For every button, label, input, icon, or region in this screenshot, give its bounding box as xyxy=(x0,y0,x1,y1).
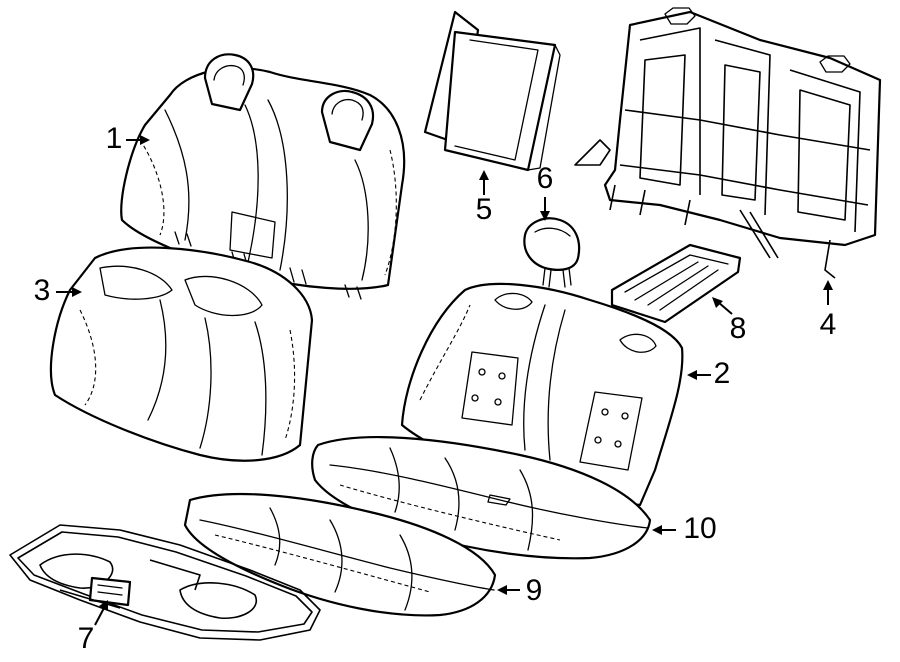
callout-10: 10 xyxy=(683,512,716,545)
callout-4: 4 xyxy=(820,308,837,341)
callout-7: 7 xyxy=(78,622,95,655)
callout-8: 8 xyxy=(730,312,747,345)
part-1-seatback-cover xyxy=(120,53,406,300)
part-4-frame xyxy=(574,7,882,279)
part-9-seat-pad xyxy=(183,492,497,617)
part-6-headrest xyxy=(523,217,581,288)
callout-3: 3 xyxy=(34,274,51,307)
callout-2: 2 xyxy=(714,357,731,390)
part-5-back-panel xyxy=(423,10,561,172)
callout-labels: 1 2 3 4 5 6 7 8 9 10 xyxy=(34,122,837,655)
part-8-bracket xyxy=(610,243,742,324)
callout-6: 6 xyxy=(537,162,554,195)
part-7-cushion-frame xyxy=(9,524,321,641)
callout-1: 1 xyxy=(106,122,123,155)
callout-9: 9 xyxy=(526,574,543,607)
callout-leaders xyxy=(56,135,833,626)
callout-5: 5 xyxy=(476,193,493,226)
part-10-seat-cushion xyxy=(311,436,652,560)
part-3-seatback-pad xyxy=(49,246,314,462)
